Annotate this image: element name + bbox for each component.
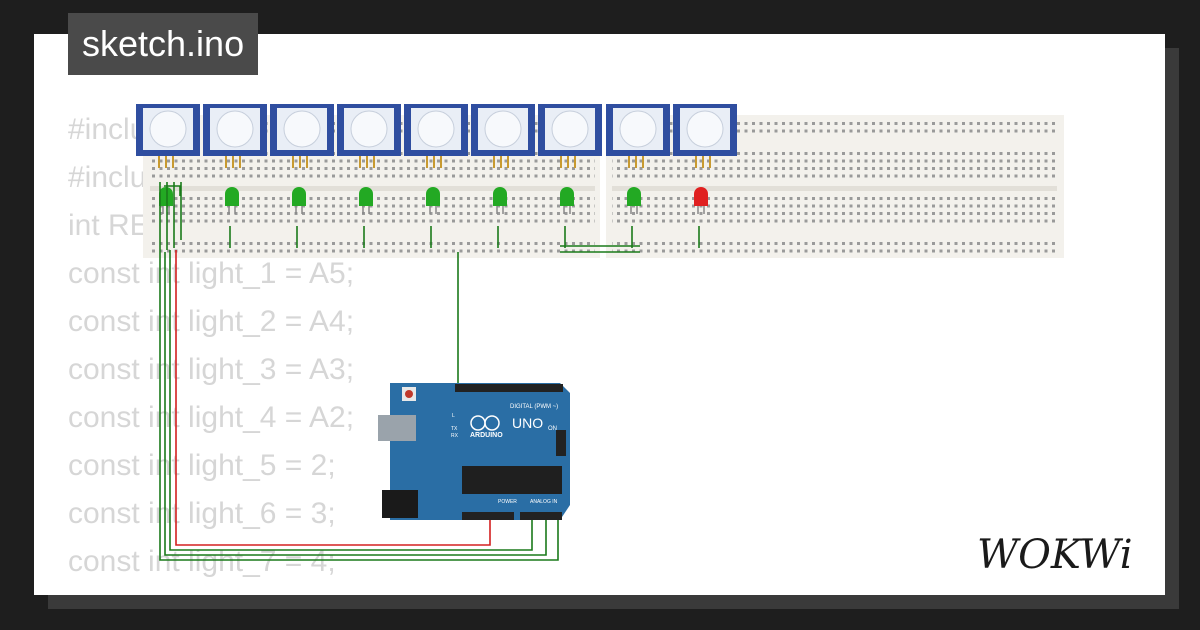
usb-port	[378, 415, 416, 441]
pir-sensor[interactable]	[337, 104, 401, 168]
code-line: const int light_2 = A4;	[68, 305, 355, 338]
board-brand: ARDUINO	[470, 432, 503, 439]
led-green[interactable]	[225, 187, 239, 214]
file-tab[interactable]: sketch.ino	[68, 13, 259, 75]
led-green[interactable]	[359, 187, 373, 214]
analog-label: ANALOG IN	[530, 499, 558, 505]
tx-label: TX	[451, 426, 458, 432]
microcontroller-chip	[462, 466, 562, 494]
digital-header	[455, 384, 563, 392]
led-green[interactable]	[159, 187, 173, 214]
power-header	[462, 512, 514, 520]
code-line: const int light_1 = A5;	[68, 257, 355, 290]
reset-button	[405, 390, 413, 398]
led-green[interactable]	[292, 187, 306, 214]
digital-label: DIGITAL (PWM ~)	[510, 404, 558, 410]
led-green[interactable]	[426, 187, 440, 214]
code-line: const int light_8 = 5;	[68, 586, 668, 595]
pir-sensor[interactable]	[606, 104, 670, 168]
code-line: const int light_5 = 2;	[68, 449, 336, 482]
rx-label: RX	[451, 433, 459, 439]
led-green[interactable]	[627, 187, 641, 214]
led-green[interactable]	[560, 187, 574, 214]
pir-sensor[interactable]	[203, 104, 267, 168]
arduino-uno-board[interactable]: DIGITAL (PWM ~) UNO ARDUINO ON TX RX L P…	[378, 383, 570, 520]
on-label: ON	[548, 426, 557, 432]
power-label: POWER	[498, 499, 517, 505]
code-line: const int light_4 = A2;	[68, 401, 355, 434]
wokwi-logo: WOKWi	[975, 530, 1155, 583]
pir-sensor[interactable]	[404, 104, 468, 168]
led-red[interactable]	[694, 187, 708, 214]
pir-sensor[interactable]	[538, 104, 602, 168]
file-tab-label: sketch.ino	[82, 23, 245, 64]
l-label: L	[452, 413, 455, 419]
power-jack	[382, 490, 418, 518]
board-name: UNO	[512, 415, 543, 431]
pir-sensor[interactable]	[136, 104, 200, 168]
code-line: const int light_6 = 3;	[68, 497, 336, 530]
wokwi-logo-text: WOKWi	[977, 532, 1133, 578]
analog-header	[520, 512, 562, 520]
led-green[interactable]	[493, 187, 507, 214]
pir-sensor[interactable]	[270, 104, 334, 168]
wires	[159, 182, 700, 561]
code-line: int RE	[68, 209, 150, 242]
pir-sensor[interactable]	[471, 104, 535, 168]
code-line: const int light_3 = A3;	[68, 353, 355, 386]
pir-sensor[interactable]	[673, 104, 737, 168]
